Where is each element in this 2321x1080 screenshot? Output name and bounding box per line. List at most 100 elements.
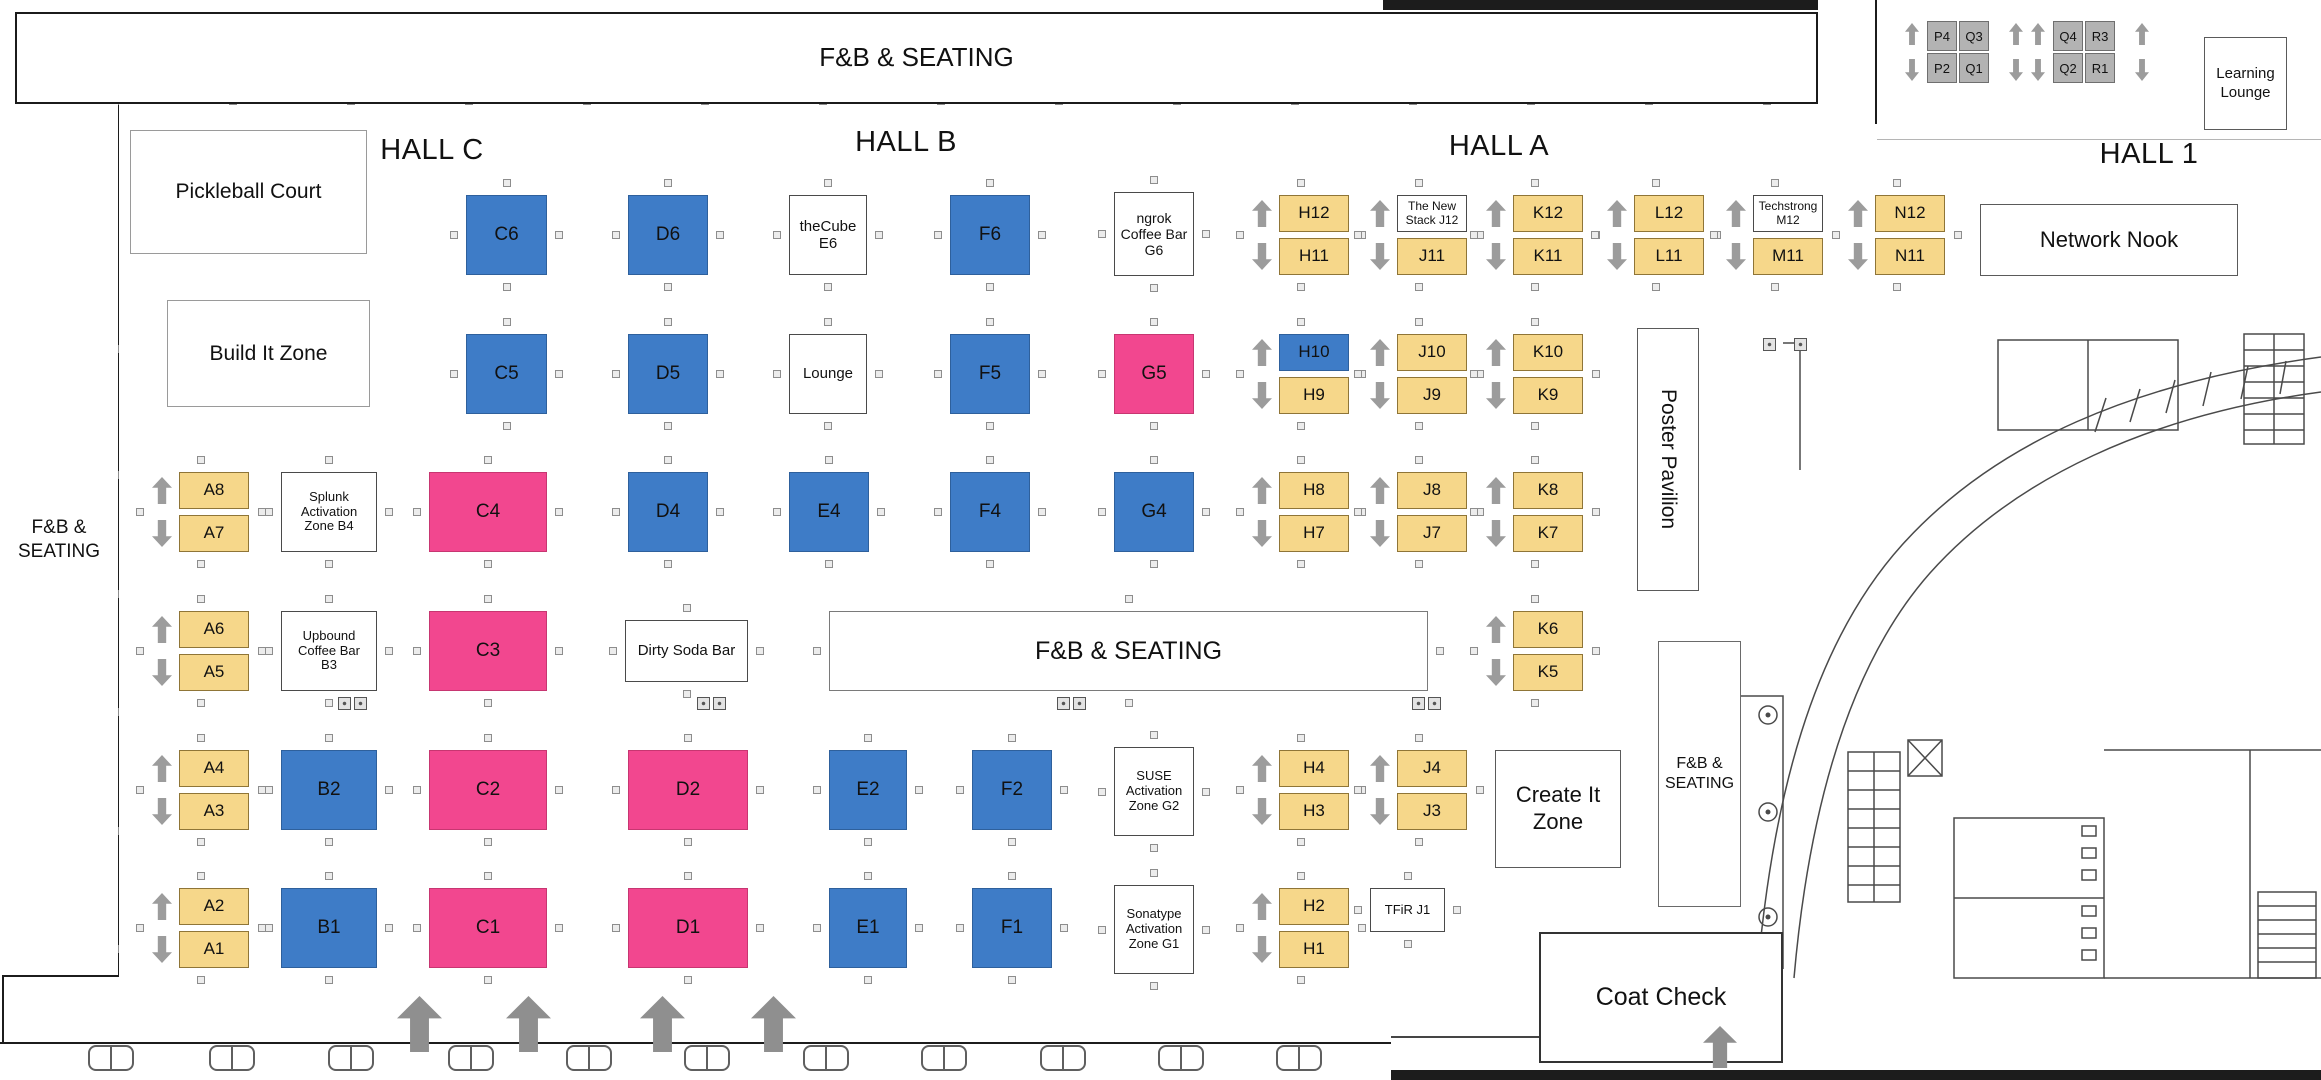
booth-label: A1: [203, 939, 225, 959]
arrow-up-icon: [1252, 755, 1272, 782]
grid-marker: [664, 318, 672, 326]
arrow-up-icon: [1905, 23, 1919, 45]
booth-label: J10: [1418, 342, 1446, 362]
booth-label: Zone B4: [304, 518, 354, 534]
arrow-down-icon: [1486, 382, 1506, 409]
grid-marker: [1403, 872, 1412, 880]
arrow-down-icon: [152, 798, 172, 825]
booth-D1: D1: [628, 888, 748, 968]
floor-box-cell: [338, 697, 351, 710]
grid-marker: [1592, 370, 1600, 378]
arrow-up-icon: [1252, 200, 1272, 227]
grid-marker: [1415, 560, 1423, 568]
booth-K6: K6: [1513, 611, 1583, 648]
grid-marker: [875, 370, 883, 378]
grid-marker: [1098, 370, 1106, 378]
grid-marker: [1008, 976, 1016, 984]
booth-label: F5: [978, 363, 1002, 385]
arrow-down-icon: [152, 936, 172, 963]
grid-marker: [1008, 872, 1016, 880]
booth-label: J8: [1423, 480, 1441, 500]
grid-marker: [1297, 872, 1305, 880]
door-icon: [88, 1045, 134, 1071]
booth-label: D4: [655, 501, 681, 523]
grid-marker: [716, 508, 724, 516]
booth-L12: L12: [1634, 195, 1704, 232]
grid-marker: [934, 508, 942, 516]
booth-A2: A2: [179, 888, 249, 925]
booth-label: N12: [1894, 203, 1926, 223]
grid-marker: [555, 231, 563, 239]
booth-H4: H4: [1279, 750, 1349, 787]
grid-marker: [1098, 787, 1106, 796]
booth-label: Upbound: [302, 627, 356, 643]
booth-label: H3: [1303, 801, 1325, 821]
booth-H2: H2: [1279, 888, 1349, 925]
booth-H9: H9: [1279, 377, 1349, 414]
table-R1: R1: [2085, 53, 2115, 83]
grid-marker: [664, 283, 672, 291]
grid-marker: [1297, 422, 1305, 430]
table-Q2: Q2: [2053, 53, 2083, 83]
grid-marker: [1202, 508, 1210, 516]
booth-label: L11: [1655, 246, 1683, 266]
grid-marker: [1008, 734, 1016, 742]
booth-label: E4: [817, 501, 841, 523]
floor-box-icon: [1412, 697, 1441, 710]
floor-box-icon: [1763, 338, 1776, 351]
booth-H10: H10: [1279, 334, 1349, 371]
booth-A8: A8: [179, 472, 249, 509]
booth-C6: C6: [466, 195, 547, 275]
grid-marker: [1297, 838, 1305, 846]
booth-label: Sonatype: [1126, 906, 1182, 922]
grid-marker: [864, 976, 872, 984]
grid-marker: [756, 786, 764, 794]
grid-marker: [773, 231, 781, 239]
banner-fb-seating-left: F&B &SEATING: [0, 104, 118, 975]
zone-text: Coat Check: [1595, 983, 1727, 1012]
booth-label: H9: [1303, 385, 1325, 405]
arrow-up-icon: [1486, 477, 1506, 504]
booth-H7: H7: [1279, 515, 1349, 552]
grid-marker: [1771, 179, 1779, 187]
booth-label: C3: [475, 640, 501, 662]
grid-marker: [197, 976, 205, 984]
door-icon: [684, 1045, 730, 1071]
booth-label: K7: [1537, 523, 1559, 543]
arrow-down-icon: [1486, 659, 1506, 686]
booth-label: N11: [1895, 246, 1925, 266]
booth-J10: J10: [1397, 334, 1467, 371]
arrow-up-icon: [1252, 477, 1272, 504]
booth-A6: A6: [179, 611, 249, 648]
grid-marker: [756, 924, 764, 932]
wall-hall1-bottom: [1877, 139, 2321, 140]
booth-label: theCube: [799, 217, 857, 235]
booth-K10: K10: [1513, 334, 1583, 371]
booth-label: F1: [1000, 917, 1024, 939]
booth-label: J4: [1423, 758, 1441, 778]
booth-label: Zone G1: [1128, 935, 1180, 951]
arrow-down-icon: [1905, 59, 1919, 81]
arrow-up-icon: [2135, 23, 2149, 45]
grid-marker: [1893, 283, 1901, 291]
grid-marker: [1098, 925, 1106, 934]
grid-marker: [325, 872, 333, 880]
booth-label: Techstrong: [1758, 199, 1818, 214]
arrow-down-icon: [1848, 243, 1868, 270]
zone-build-it-zone: Build It Zone: [167, 300, 370, 407]
booth-label: M12: [1776, 212, 1800, 227]
grid-marker: [1150, 318, 1158, 326]
banner-fb-seating-center: F&B & SEATING: [829, 611, 1428, 691]
grid-marker: [450, 370, 458, 378]
booth-G5: G5: [1114, 334, 1194, 414]
grid-marker: [986, 179, 994, 187]
booth-H8: H8: [1279, 472, 1349, 509]
grid-marker: [1038, 231, 1046, 239]
